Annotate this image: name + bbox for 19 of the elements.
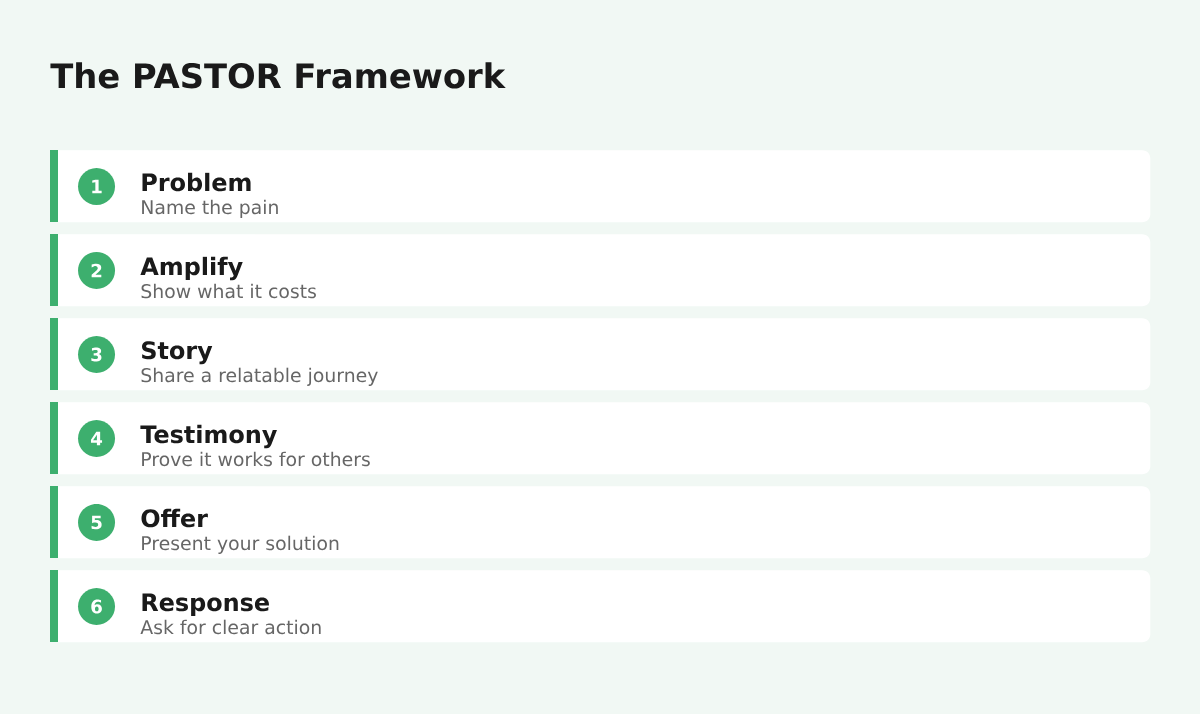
step-title: Offer bbox=[141, 508, 208, 528]
step-title: Story bbox=[142, 341, 213, 365]
step-card bbox=[50, 234, 1151, 307]
step-title: Response bbox=[142, 593, 269, 616]
step-card bbox=[50, 402, 1151, 475]
step-title: Problem bbox=[142, 172, 251, 192]
step-description: Name the pain bbox=[142, 199, 278, 218]
step-card bbox=[50, 318, 1151, 391]
step-card bbox=[50, 150, 1151, 223]
step-description: Show what it costs bbox=[141, 283, 316, 299]
step-description: Present your solution bbox=[142, 535, 339, 554]
step-description: Share a relatable journey bbox=[141, 367, 378, 386]
step-title: Testimony bbox=[140, 424, 277, 449]
title: The PASTOR Framework bbox=[50, 62, 506, 89]
step-card bbox=[50, 486, 1151, 559]
step-description: Prove it works for others bbox=[142, 451, 370, 467]
step-description: Ask for clear action bbox=[140, 619, 321, 635]
step-title: Amplify bbox=[140, 256, 243, 281]
step-card bbox=[50, 570, 1151, 643]
